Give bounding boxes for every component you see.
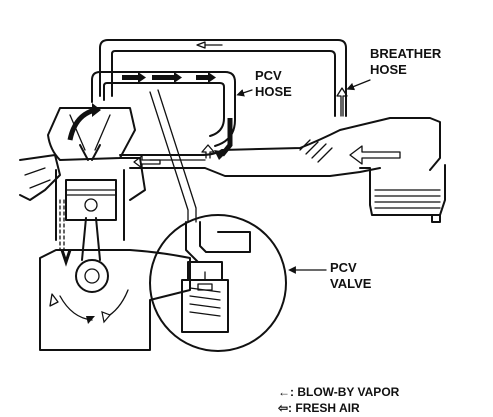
cylinder-head	[19, 107, 146, 201]
legend-blow-by-vapor: ←: BLOW-BY VAPOR	[278, 385, 400, 399]
pcv-valve-detail	[149, 214, 287, 352]
pcv-hose-label-line2: HOSE	[255, 84, 292, 99]
pcv-valve-label-line2: VALVE	[330, 276, 372, 291]
fresh-air-arrows	[133, 87, 401, 169]
pcv-tube	[149, 89, 197, 223]
breather-hose-label-line1: BREATHER	[370, 46, 442, 61]
legend-fresh-air: ⇦: FRESH AIR	[277, 401, 360, 415]
blow-by-arrows	[67, 72, 233, 160]
leader-lines	[236, 79, 371, 274]
crankcase	[39, 217, 191, 351]
pcv-valve-label-line1: PCV	[330, 260, 357, 275]
breather-hose-label-line2: HOSE	[370, 62, 407, 77]
piston	[55, 169, 125, 251]
pcv-hose-label-line1: PCV	[255, 68, 282, 83]
air-cleaner	[359, 164, 446, 223]
breather-hose	[99, 39, 347, 117]
